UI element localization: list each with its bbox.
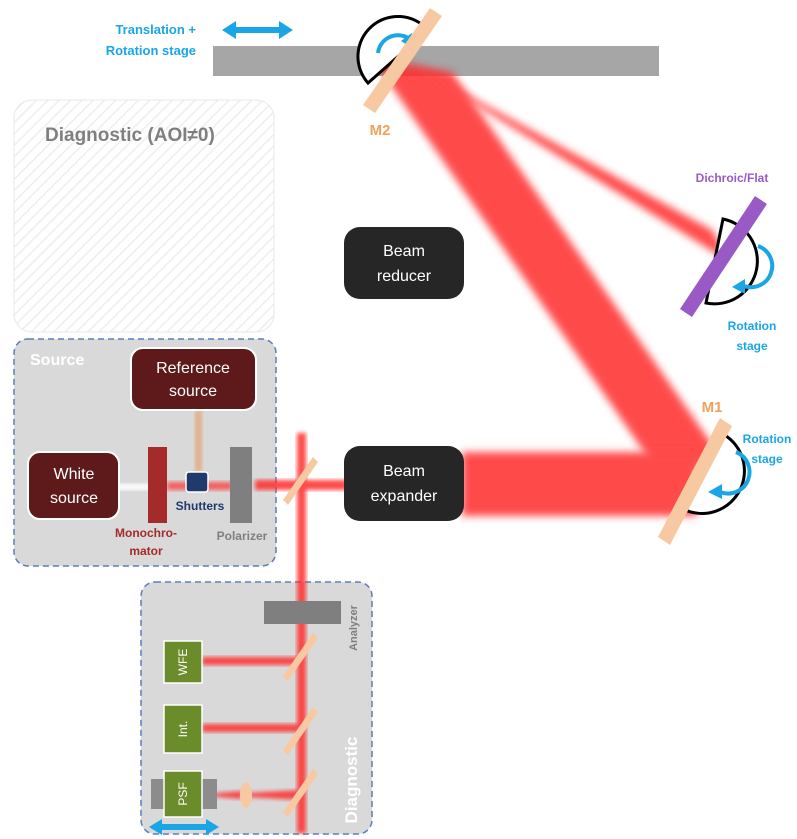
diagnostic-aoi-area: [13, 99, 275, 333]
dichroic-flat-label: Dichroic/Flat: [696, 171, 769, 185]
monochromator-bar: [148, 447, 167, 523]
rotation-stage-m1-label-line2: stage: [751, 452, 783, 466]
polarizer-bar: [230, 447, 252, 523]
translation-stage-label-line2: Rotation stage: [106, 43, 196, 58]
beam-m1-to-m2: [372, 58, 723, 478]
beam-splitter-wfe: [283, 633, 318, 681]
shutters-box: [185, 471, 209, 493]
beam-branch-int: [202, 724, 300, 732]
beam-splitter-psf: [283, 769, 318, 817]
psf-box: [163, 770, 203, 818]
dichroic-rotation-mount: [704, 217, 775, 306]
beam-expander-box: [344, 446, 464, 521]
translation-arrow-icon: [222, 21, 293, 39]
int-box: [163, 704, 203, 754]
wfe-box: [163, 640, 203, 684]
analyzer-bar: [264, 601, 341, 624]
psf-label: PSF: [176, 782, 190, 805]
beam-expander-label-line2: expander: [371, 488, 438, 505]
beam-expander-label-line1: Beam: [383, 463, 425, 480]
m1-mirror: [658, 418, 732, 545]
shutters-label: Shutters: [176, 499, 225, 513]
beam-focus-psf: [208, 791, 242, 799]
reference-beam: [195, 410, 202, 472]
polarizer-label: Polarizer: [217, 529, 268, 543]
rotation-stage-m1-label-line1: Rotation: [743, 432, 792, 446]
m1-label: M1: [702, 399, 723, 416]
white-source-label-line1: White: [54, 466, 95, 483]
int-label: Int.: [176, 721, 190, 738]
beam-reducer-label-line1: Beam: [383, 243, 425, 260]
beam-reducer-box: [344, 227, 464, 299]
beam-branch-psf: [248, 790, 300, 800]
laser-beams: [202, 58, 730, 833]
dichroic-flat-mirror: [680, 196, 767, 317]
translation-stage-label-line1: Translation +: [115, 22, 196, 37]
beam-branch-wfe: [202, 657, 300, 665]
beam-reducer-label-line2: reducer: [377, 268, 432, 285]
reference-source-label-line2: source: [169, 383, 217, 400]
m2-label: M2: [370, 122, 391, 139]
beam-splitter-int: [283, 707, 318, 755]
white-light-beam: [115, 484, 150, 490]
beam-splitter-main: [283, 457, 318, 505]
diagnostic-aoi-label: Diagnostic (AOI≠0): [45, 125, 215, 146]
m1-rotation-mount: [680, 430, 752, 515]
monochromator-label-line1: Monochro-: [115, 526, 177, 540]
beam-diagnostic-vertical: [297, 433, 306, 833]
psf-lens: [240, 782, 252, 808]
psf-translation-arrow-icon: [149, 819, 219, 835]
rotation-stage-right-label-line2: stage: [736, 339, 768, 353]
reference-source-box: [130, 347, 257, 411]
white-source-box: [27, 451, 120, 520]
source-panel-title: Source: [30, 352, 84, 369]
m2-rotation-mount: [356, 15, 431, 86]
wfe-label: WFE: [176, 649, 190, 676]
rotation-stage-right-label-line1: Rotation: [728, 319, 777, 333]
diagnostic-panel-title: Diagnostic: [342, 737, 361, 824]
beam-expander-to-m1: [462, 452, 697, 516]
analyzer-label: Analyzer: [348, 604, 360, 651]
monochromator-label-line2: mator: [129, 544, 163, 558]
white-source-label-line2: source: [50, 490, 98, 507]
m2-mirror: [363, 8, 442, 113]
beam-m2-to-dichroic: [405, 60, 730, 262]
reference-source-label-line1: Reference: [156, 360, 230, 377]
